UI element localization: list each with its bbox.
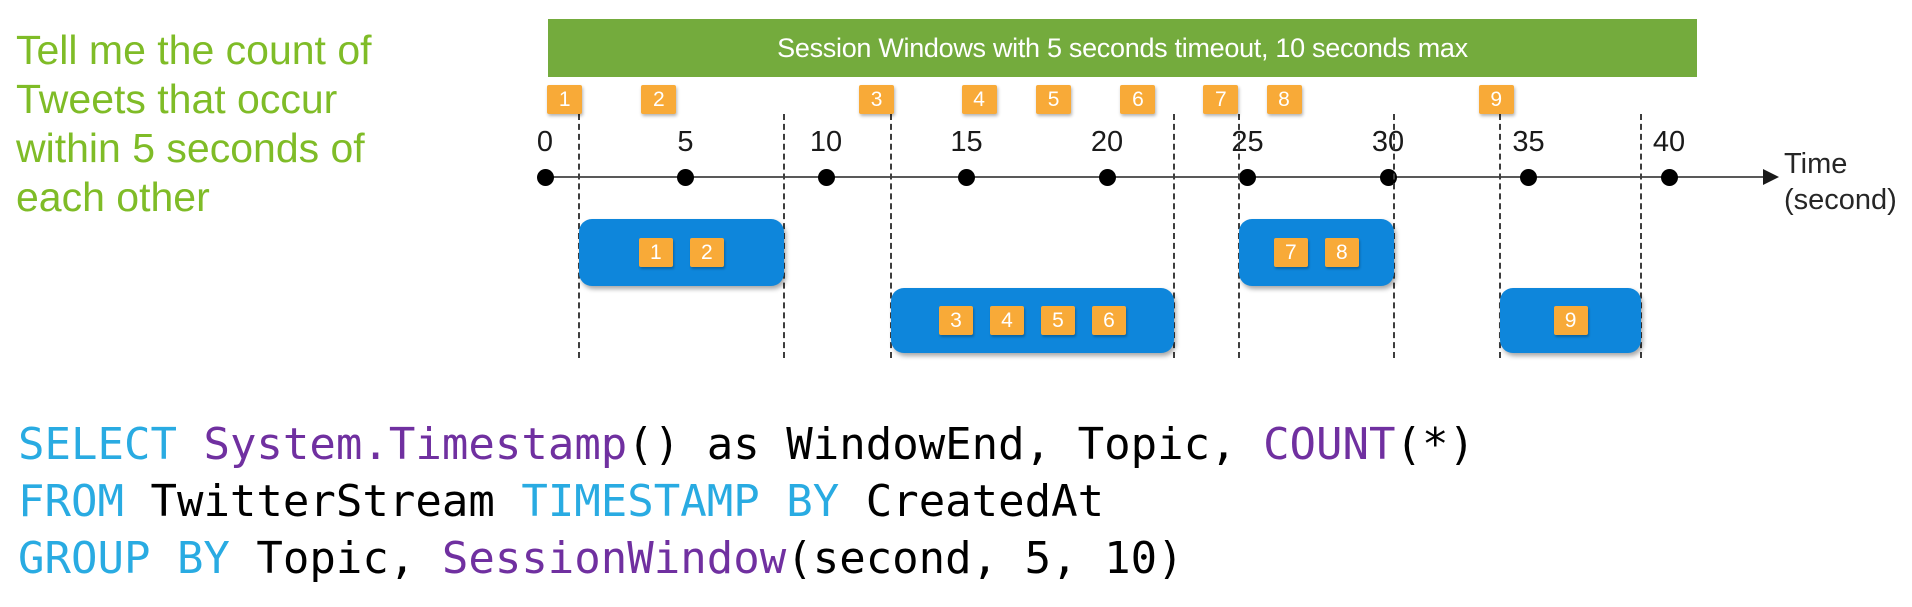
timeline-dot	[1239, 169, 1256, 186]
tick-label: 25	[1231, 126, 1264, 158]
window-event-chip: 2	[689, 238, 724, 267]
time-axis-line	[545, 176, 1767, 178]
tick-label: 40	[1652, 126, 1686, 158]
timeline-dot	[1379, 169, 1397, 186]
sql-token-plain	[177, 419, 204, 470]
sql-token-function: COUNT	[1263, 419, 1396, 470]
sql-token-function: System.Timestamp	[203, 419, 628, 470]
sql-token-keyword: TIMESTAMP BY	[521, 476, 840, 527]
window-boundary-line	[889, 114, 892, 358]
sql-code-line: SELECT System.Timestamp() as WindowEnd, …	[18, 416, 1475, 473]
timeline-dot	[536, 169, 554, 186]
event-marker: 6	[1120, 85, 1156, 114]
event-marker: 1	[547, 85, 583, 114]
tick-label: 15	[950, 126, 983, 158]
sql-token-plain: (second, 5, 10)	[786, 533, 1184, 584]
tick-label: 30	[1371, 126, 1405, 158]
tick-label: 35	[1512, 126, 1545, 158]
window-event-chip: 5	[1041, 306, 1076, 335]
timeline-dot	[677, 169, 694, 186]
sql-code-line: FROM TwitterStream TIMESTAMP BY CreatedA…	[18, 473, 1475, 530]
sql-code: SELECT System.Timestamp() as WindowEnd, …	[18, 416, 1475, 587]
sql-token-plain: (*)	[1395, 419, 1475, 470]
tick-label: 5	[677, 126, 694, 158]
event-marker: 2	[641, 85, 677, 114]
window-event-chip: 1	[638, 238, 673, 267]
sql-token-plain: TwitterStream	[123, 476, 522, 527]
timeline-dot	[817, 169, 835, 186]
window-event-chip: 7	[1273, 238, 1308, 267]
window-boundary-line	[1173, 114, 1176, 358]
session-window: 9	[1500, 288, 1641, 353]
headline-text: Tell me the count of Tweets that occur w…	[16, 27, 372, 220]
window-boundary-line	[1499, 114, 1502, 358]
sql-token-plain: Topic,	[229, 533, 442, 584]
sql-code-line: GROUP BY Topic, SessionWindow(second, 5,…	[18, 530, 1475, 587]
event-marker: 3	[859, 85, 895, 114]
tick-label: 0	[536, 126, 554, 158]
sql-token-keyword: FROM	[18, 476, 124, 527]
event-marker: 5	[1036, 85, 1072, 114]
window-boundary-line	[1639, 114, 1642, 358]
event-marker: 4	[961, 85, 997, 114]
timeline-dot	[1520, 169, 1537, 186]
window-event-chip: 6	[1092, 306, 1127, 335]
sql-token-function: SessionWindow	[441, 533, 787, 584]
window-event-chip: 3	[939, 306, 974, 335]
tick-label: 20	[1090, 126, 1124, 158]
event-marker: 7	[1203, 85, 1239, 114]
event-marker: 9	[1478, 85, 1514, 114]
window-event-chip: 4	[990, 306, 1025, 335]
window-event-chip: 8	[1324, 238, 1359, 267]
sql-token-keyword: GROUP BY	[18, 533, 230, 584]
timeline-dot	[958, 169, 975, 186]
timeline-dot	[1660, 169, 1678, 186]
sql-token-keyword: SELECT	[18, 419, 177, 470]
window-boundary-line	[1392, 114, 1395, 358]
event-marker: 8	[1266, 85, 1302, 114]
session-windows-banner: Session Windows with 5 seconds timeout, …	[548, 19, 1697, 77]
timeline-dot	[1098, 169, 1116, 186]
time-axis-arrowhead-icon	[1763, 169, 1779, 185]
window-event-chip: 9	[1553, 306, 1588, 335]
sql-token-plain: () as WindowEnd, Topic,	[627, 419, 1264, 470]
time-axis-label: Time (second)	[1784, 148, 1897, 216]
sql-token-plain: CreatedAt	[839, 476, 1105, 527]
window-boundary-line	[782, 114, 785, 358]
tick-label: 10	[809, 126, 843, 158]
